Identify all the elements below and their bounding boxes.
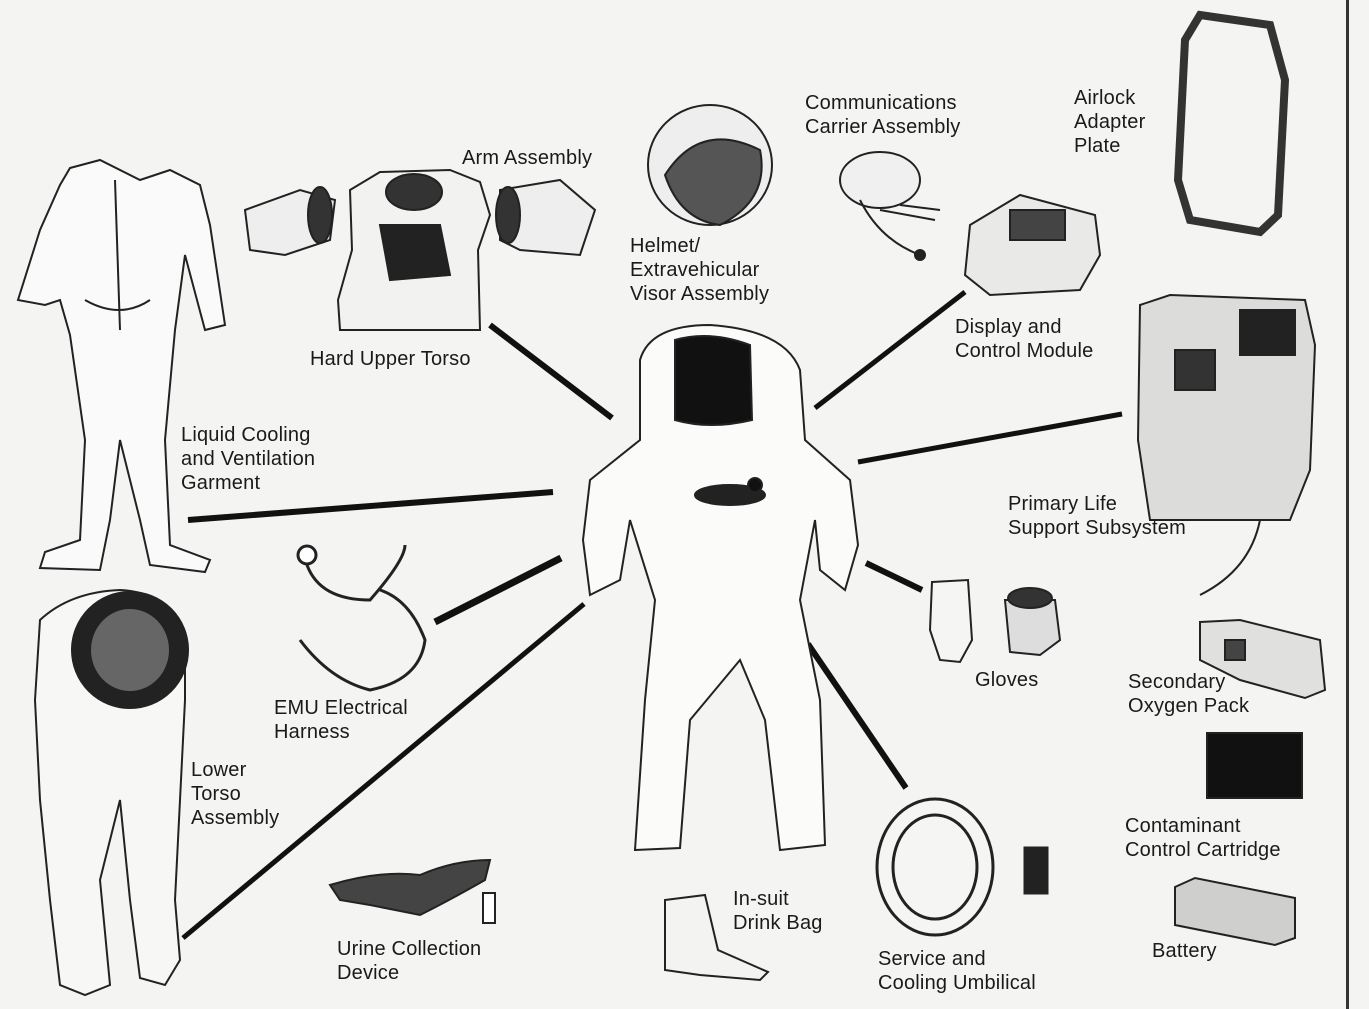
comm-carrier-drawing [839, 151, 941, 261]
label-communications: Communications Carrier Assembly [805, 92, 961, 138]
label-secondary-oxygen: Secondary Oxygen Pack [1128, 671, 1250, 717]
label-gloves: Gloves [975, 669, 1039, 691]
umbilical-drawing [875, 797, 1049, 937]
drink-bag-drawing [664, 893, 770, 982]
plss-drawing [1136, 293, 1317, 596]
contaminant-cartridge-drawing [1206, 732, 1303, 799]
label-arm-assembly: Arm Assembly [462, 147, 593, 169]
battery-drawing [1174, 876, 1296, 947]
leader-display-control [813, 290, 967, 410]
leader-electrical-harness [433, 554, 563, 626]
label-airlock: Airlock Adapter Plate [1074, 87, 1146, 157]
leader-hard-upper-torso [488, 322, 614, 421]
label-primary-life: Primary Life Support Subsystem [1008, 493, 1186, 539]
label-urine: Urine Collection Device [337, 938, 482, 984]
label-contaminant: Contaminant Control Cartridge [1125, 815, 1281, 861]
leader-umbilical [805, 642, 909, 790]
lower-torso-drawing [33, 588, 189, 997]
gloves-drawing [928, 578, 1062, 664]
label-battery: Battery [1152, 940, 1217, 962]
label-drink-bag: In-suit Drink Bag [733, 888, 823, 934]
secondary-oxygen-drawing [1199, 618, 1327, 700]
leader-gloves [864, 560, 924, 593]
leader-primary-life [857, 411, 1123, 465]
helmet-drawing [647, 104, 773, 227]
airlock-plate-drawing [1173, 10, 1290, 237]
label-hard-upper-torso: Hard Upper Torso [310, 348, 471, 370]
label-umbilical: Service and Cooling Umbilical [878, 948, 1036, 994]
label-emu-harness: EMU Electrical Harness [274, 697, 408, 743]
leader-lower-torso [181, 602, 586, 940]
page-edge [1346, 0, 1349, 1009]
electrical-harness-drawing [296, 544, 427, 692]
hard-upper-torso-drawing [243, 168, 597, 331]
leader-liquid-cooling [187, 489, 554, 523]
astronaut-drawing [581, 323, 860, 852]
liquid-cooling-garment-drawing [16, 158, 227, 574]
dcm-drawing [963, 193, 1102, 297]
label-lower-torso: Lower Torso Assembly [191, 759, 280, 829]
label-liquid-cooling: Liquid Cooling and Ventilation Garment [181, 424, 316, 494]
leader-lines [181, 290, 1123, 940]
label-helmet: Helmet/ Extravehicular Visor Assembly [630, 235, 770, 305]
label-display-control: Display and Control Module [955, 316, 1094, 362]
urine-device-drawing [328, 858, 496, 924]
